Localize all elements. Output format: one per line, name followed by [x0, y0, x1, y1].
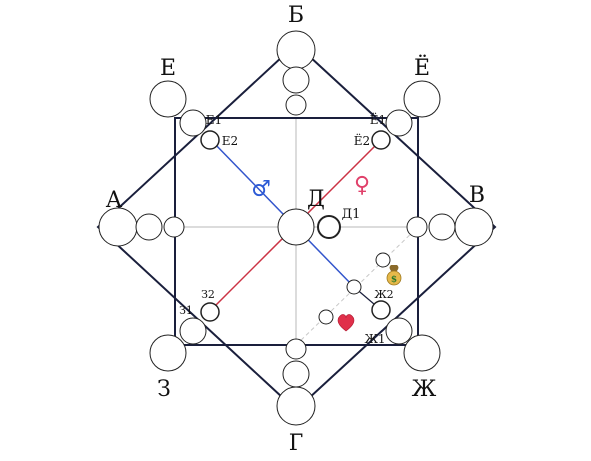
circle-g-2 [282, 360, 310, 388]
circle-v [454, 207, 494, 247]
circle-b [276, 30, 316, 70]
circle-a-2 [135, 213, 163, 241]
circle-yo1 [385, 109, 413, 137]
circle-zh1 [385, 317, 413, 345]
circle-money [375, 252, 391, 268]
circle-yo [403, 80, 441, 118]
label-e2: Е2 [222, 134, 238, 148]
circle-a [98, 207, 138, 247]
label-z2: З2 [201, 288, 215, 301]
circle-zh [403, 334, 441, 372]
circle-b-3 [285, 94, 307, 116]
label-e1: Е1 [206, 113, 222, 127]
circle-zh2 [371, 300, 391, 320]
male-symbol: ♂ [251, 176, 271, 202]
circle-e [149, 80, 187, 118]
circle-z [149, 334, 187, 372]
male-line [210, 139, 355, 288]
label-g: Г [289, 431, 304, 456]
circle-e2 [200, 130, 220, 150]
heart-icon [337, 314, 355, 332]
label-d: Д [307, 187, 325, 212]
label-zh1: Ж1 [364, 332, 385, 346]
label-e: Е [160, 56, 176, 81]
circle-v-2 [428, 213, 456, 241]
circle-d [277, 208, 315, 246]
circle-v-3 [406, 216, 428, 238]
circle-g-3 [285, 338, 307, 360]
label-z1: З1 [179, 304, 193, 317]
label-yo1: Ё1 [370, 111, 386, 127]
label-d1: Д1 [342, 207, 361, 222]
circle-d1 [317, 215, 341, 239]
label-yo: Ё [414, 54, 430, 81]
circle-e1 [179, 109, 207, 137]
label-yo2: Ё2 [354, 132, 370, 148]
label-a: А [106, 188, 123, 213]
circle-g [276, 386, 316, 426]
circle-mid [346, 279, 362, 295]
circle-z1 [179, 317, 207, 345]
label-z: З [157, 377, 171, 402]
label-zh2: Ж2 [374, 288, 393, 301]
circle-b-2 [282, 66, 310, 94]
circle-love [318, 309, 334, 325]
circle-z2 [200, 302, 220, 322]
money-bag-icon: $ [386, 265, 402, 286]
svg-text:$: $ [391, 275, 397, 285]
label-b: Б [288, 3, 304, 28]
circle-a-3 [163, 216, 185, 238]
circle-yo2 [371, 130, 391, 150]
label-v: В [469, 183, 485, 208]
female-symbol: ♀ [354, 172, 370, 198]
label-zh: Ж [412, 377, 437, 402]
